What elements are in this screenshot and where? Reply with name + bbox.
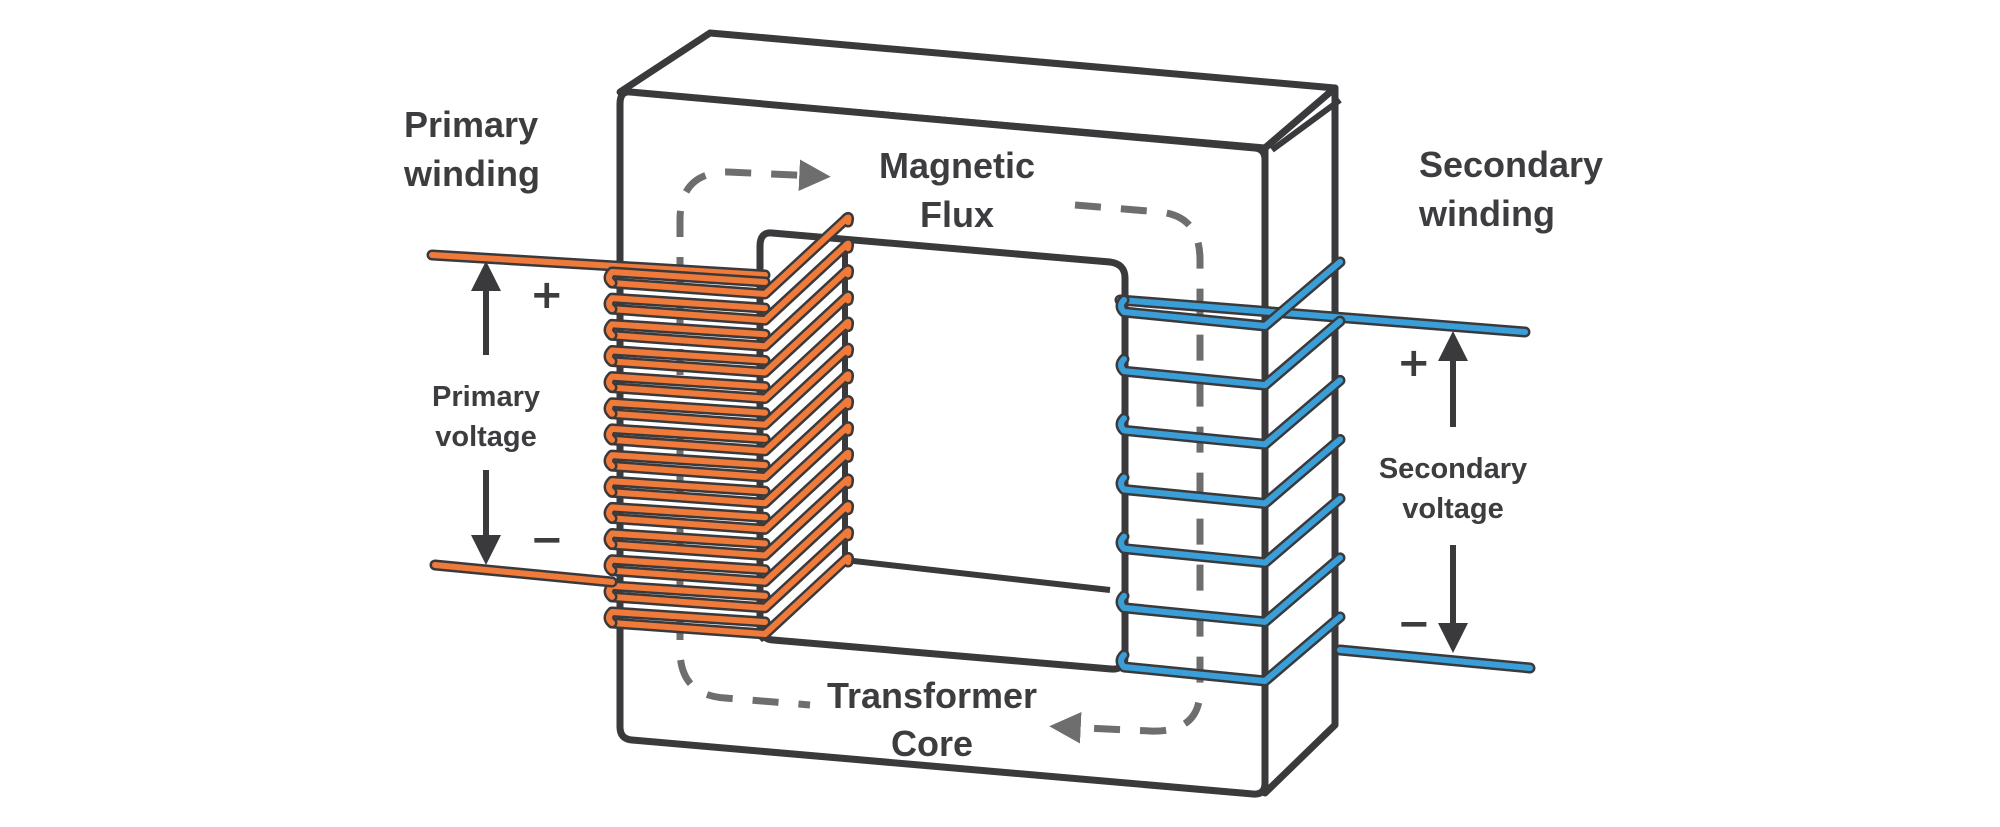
primary-turn-back-14 [606, 609, 768, 626]
primary-turn-back-3 [606, 321, 768, 339]
magnetic-flux-label: Magnetic Flux [879, 145, 1035, 235]
primary-turn-back-2 [606, 295, 768, 313]
primary-turn-10 [609, 449, 852, 533]
primary-turn-back-7 [606, 425, 768, 443]
svg-text:Magnetic: Magnetic [879, 145, 1035, 186]
primary-turn-12 [609, 502, 852, 585]
primary-turn-back-8 [606, 452, 768, 470]
secondary-winding-label: Secondary winding [1418, 144, 1603, 234]
svg-text:winding: winding [403, 153, 540, 194]
primary-turn-3 [609, 266, 852, 350]
primary-turn-back-6 [606, 399, 768, 417]
primary-turn-5 [609, 319, 852, 402]
primary-turn-9 [609, 423, 852, 507]
primary-minus-sign: − [530, 517, 564, 563]
secondary-winding-coil [1114, 256, 1536, 687]
svg-text:Core: Core [891, 723, 973, 764]
primary-turn-back-1 [606, 269, 768, 286]
primary-lead-bottom [432, 562, 615, 585]
svg-text:winding: winding [1418, 193, 1555, 234]
secondary-turn-2 [1118, 318, 1343, 389]
primary-turn-back-4 [606, 347, 768, 365]
primary-turn-1 [609, 214, 852, 297]
secondary-turn-6 [1118, 554, 1343, 625]
primary-turn-back-9 [606, 478, 768, 496]
svg-text:Secondary: Secondary [1419, 144, 1603, 185]
secondary-lead-top [1117, 297, 1528, 335]
primary-turn-14 [609, 554, 852, 637]
flux-path-right [1049, 201, 1204, 744]
primary-turn-8 [609, 397, 852, 481]
core-top-edge [1270, 97, 1342, 153]
secondary-lead-bottom [1337, 647, 1533, 671]
svg-text:Primary: Primary [404, 104, 538, 145]
svg-text:voltage: voltage [1402, 493, 1504, 525]
primary-turn-back-10 [606, 504, 768, 522]
svg-text:Secondary: Secondary [1379, 453, 1527, 485]
secondary-turn-7 [1118, 614, 1343, 684]
primary-winding-label: Primary winding [403, 104, 540, 194]
transformer-core-label: Transformer Core [827, 675, 1037, 764]
svg-text:Primary: Primary [432, 381, 540, 413]
primary-turn-13 [609, 528, 852, 611]
primary-turn-4 [609, 292, 852, 376]
primary-turn-back-5 [606, 373, 768, 391]
secondary-voltage-label: Secondary voltage [1379, 453, 1527, 525]
flux-path-left-bottom [676, 430, 811, 709]
primary-turn-back-11 [606, 530, 768, 548]
svg-text:voltage: voltage [435, 421, 537, 453]
primary-turn-2 [609, 240, 852, 324]
primary-turn-7 [609, 371, 852, 454]
svg-text:Transformer: Transformer [827, 675, 1037, 716]
secondary-turn-5 [1118, 495, 1343, 566]
primary-voltage-label: Primary voltage [432, 381, 540, 453]
primary-plus-sign: + [530, 272, 564, 318]
secondary-minus-sign: − [1397, 601, 1431, 647]
primary-turn-6 [609, 345, 852, 428]
secondary-turn-3 [1118, 377, 1343, 448]
flux-path-top [676, 159, 831, 375]
primary-lead-top [429, 252, 768, 278]
secondary-turn-1 [1118, 259, 1343, 329]
primary-winding-coil [426, 211, 855, 640]
svg-text:Flux: Flux [920, 194, 994, 235]
primary-turn-11 [609, 476, 852, 559]
primary-turn-back-12 [606, 556, 768, 574]
secondary-turn-4 [1118, 436, 1343, 507]
secondary-plus-sign: + [1397, 340, 1431, 386]
